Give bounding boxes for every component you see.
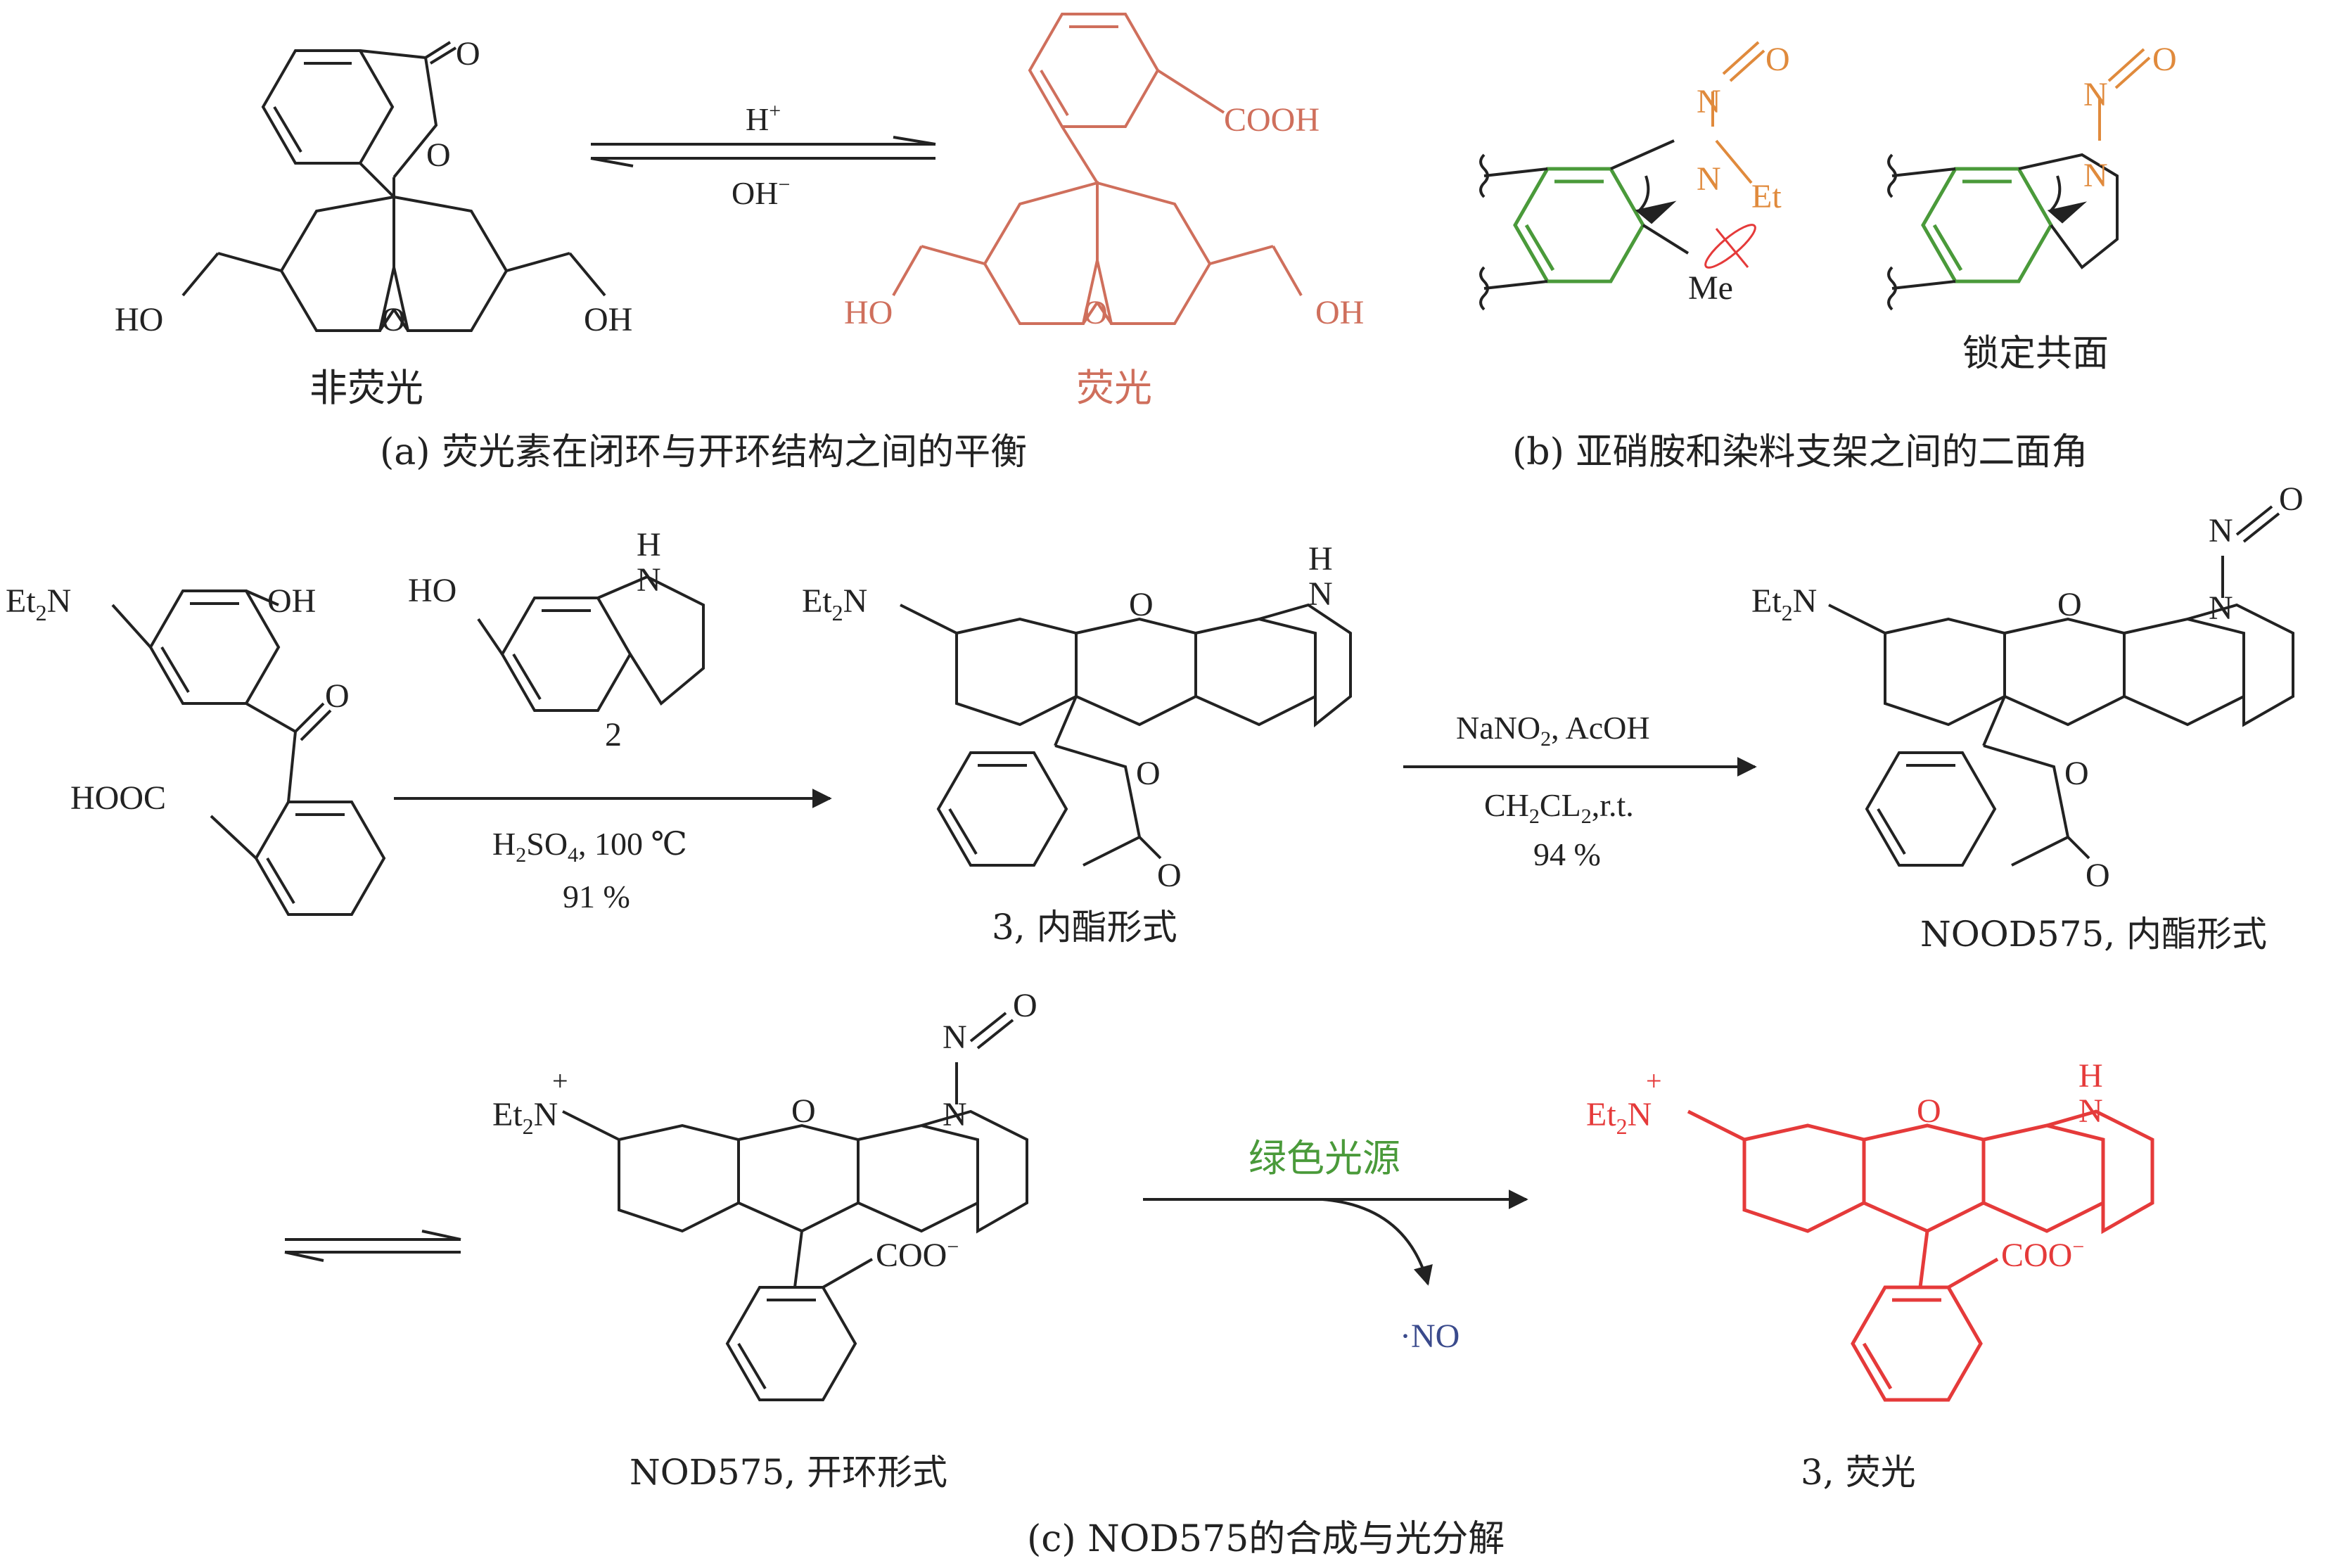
nitrosamine-locked-structure — [1887, 48, 2151, 311]
nood-carbonyl-o: O — [2086, 857, 2110, 894]
base-superscript: − — [778, 173, 790, 196]
svg-text:Et2N: Et2N — [1586, 1096, 1652, 1139]
svg-text:CH2CL2,r.t.: CH2CL2,r.t. — [1484, 787, 1634, 828]
locked-coplanar-caption: 锁定共面 — [1962, 333, 2109, 375]
svg-text:Et2N: Et2N — [6, 582, 71, 625]
diethylamino-et: Et — [6, 582, 36, 620]
nood575-lactone-structure — [1828, 505, 2294, 867]
svg-text:Et2N: Et2N — [1751, 582, 1817, 625]
nod-amine-et: Et — [492, 1096, 523, 1133]
fluorescein-open-structure — [892, 13, 1303, 325]
nod-nitroso-n: N — [943, 1019, 967, 1056]
acid-label: H — [746, 101, 769, 137]
yield-91: 91 % — [563, 879, 630, 914]
product-carboxylate: COO — [2001, 1237, 2072, 1274]
nod-xanthene-o: O — [791, 1092, 816, 1130]
nitroso-o-right: O — [2152, 41, 2177, 78]
compound-3-fluorescent-structure — [1687, 1109, 2154, 1402]
nitrosamine-rotatable-structure — [1479, 41, 1765, 311]
nitric-oxide-label: ·NO — [1400, 1318, 1460, 1355]
product-iminium-plus: + — [1646, 1065, 1662, 1097]
non-fluorescent-caption: 非荧光 — [309, 366, 423, 410]
equilibrium-arrows-row2 — [284, 1230, 461, 1262]
nood-nitroso-o: O — [2279, 480, 2304, 518]
compound-3-nh-n: N — [1308, 575, 1333, 613]
nood-amine-et: Et — [1751, 582, 1782, 620]
panel-c: Et2N OH O HOOC HO H N 2 H2SO4, 100 ℃ 91 … — [6, 480, 2304, 1560]
ring-oxygen: O — [426, 136, 451, 174]
compound-3-carbonyl-o: O — [1157, 857, 1182, 894]
svg-text:OH−: OH− — [732, 173, 790, 211]
svg-text:Et2N: Et2N — [802, 582, 867, 625]
amine-n-left: N — [1697, 160, 1721, 198]
compound-2-label: 2 — [605, 716, 622, 753]
svg-text:H2SO4, 100 ℃: H2SO4, 100 ℃ — [492, 826, 687, 867]
svg-text:Et2N: Et2N — [492, 1096, 558, 1139]
carbonyl-oxygen: O — [456, 35, 480, 72]
nod-carboxylate: COO — [876, 1237, 947, 1274]
nod-nitroso-o: O — [1013, 987, 1037, 1024]
svg-text:NaNO2, AcOH: NaNO2, AcOH — [1456, 710, 1650, 751]
fluorescent-caption: 荧光 — [1076, 366, 1152, 410]
hydroxy-right-open: OH — [1315, 294, 1364, 331]
svg-text:H+: H+ — [746, 99, 781, 137]
bridge-oxygen-open: O — [1083, 294, 1108, 331]
no-release-arrow — [1322, 1198, 1433, 1286]
panel-a-title: (a) 荧光素在闭环与开环结构之间的平衡 — [380, 431, 1027, 473]
nitroso-n-right: N — [2083, 76, 2108, 113]
svg-text:COO−: COO− — [2001, 1235, 2084, 1274]
compound-3-nh-h: H — [1308, 540, 1333, 578]
product-nh-n: N — [2078, 1092, 2103, 1130]
phenol-oh: OH — [267, 582, 316, 620]
nod575-open-structure — [562, 1012, 1028, 1401]
ethyl-label: Et — [1751, 178, 1782, 215]
compound-3-lactone-o: O — [1136, 755, 1161, 792]
nood-nitroso-n: N — [2209, 512, 2233, 549]
nood-lactone-o: O — [2064, 755, 2089, 792]
ring-n-right: N — [2083, 157, 2108, 194]
equilibrium-arrows — [590, 136, 936, 167]
panel-c-title: (c) NOD575的合成与光分解 — [1027, 1518, 1505, 1560]
reactant-hydroxy-tetrahydroquinoline — [477, 575, 705, 712]
fluorescein-lactone-structure — [181, 41, 606, 332]
reactant-benzophenone — [111, 589, 386, 916]
panel-b-title: (b) 亚硝胺和染料支架之间的二面角 — [1512, 431, 2088, 473]
product-amine-et: Et — [1586, 1096, 1616, 1133]
bridge-oxygen: O — [381, 301, 406, 338]
product-nh-h: H — [2078, 1057, 2103, 1095]
methyl-label: Me — [1688, 269, 1733, 307]
nood-xanthene-o: O — [2057, 586, 2082, 623]
nitroso-n-left: N — [1697, 83, 1721, 120]
nod-iminium-plus: + — [552, 1065, 568, 1097]
panel-b: N O N Et Me — [1479, 41, 2177, 473]
yield-94: 94 % — [1533, 836, 1601, 872]
nood575-lactone-caption: NOOD575, 内酯形式 — [1920, 914, 2267, 955]
hydroxy-right: OH — [584, 301, 632, 338]
hydroxy-left-open: HO — [844, 294, 893, 331]
amine-h: H — [637, 526, 661, 563]
carboxylic-acid-hooc: HOOC — [70, 779, 166, 817]
panel-a: O O O HO OH 非荧光 H+ OH− — [115, 13, 1364, 473]
acid-superscript: + — [769, 99, 781, 122]
product-xanthene-o: O — [1917, 1092, 1941, 1130]
amine-n: N — [637, 561, 661, 599]
svg-text:COO−: COO− — [876, 1235, 959, 1274]
nitroso-o-left: O — [1765, 41, 1790, 78]
nod575-open-caption: NOD575, 开环形式 — [630, 1452, 947, 1493]
compound-3-lactone-structure — [900, 603, 1352, 867]
nood-ring-n: N — [2209, 589, 2233, 627]
compound-3-fluorescent-caption: 3, 荧光 — [1801, 1452, 1916, 1493]
nod-ring-n: N — [943, 1096, 967, 1133]
compound-3-amine-et: Et — [802, 582, 832, 620]
hydroxy-ho: HO — [408, 572, 456, 609]
carboxylic-acid: COOH — [1224, 101, 1320, 139]
compound-3-lactone-caption: 3, 内酯形式 — [992, 907, 1177, 948]
compound-3-xanthene-o: O — [1129, 586, 1154, 623]
green-light-label: 绿色光源 — [1248, 1136, 1400, 1180]
ketone-oxygen: O — [325, 677, 350, 715]
base-label: OH — [732, 175, 778, 211]
hydroxy-left: HO — [115, 301, 163, 338]
